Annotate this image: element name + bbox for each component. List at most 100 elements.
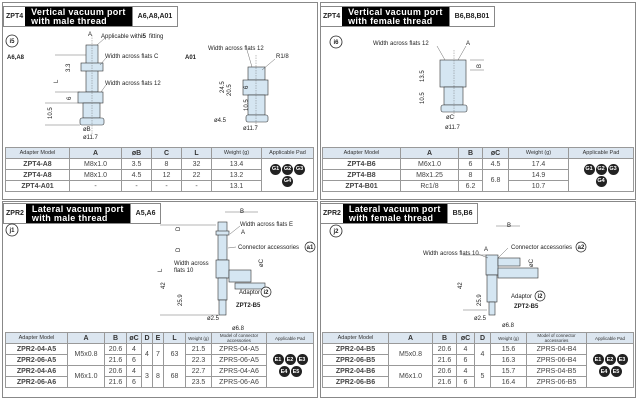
cell: 6 (456, 354, 475, 366)
cell: 6.8 (482, 169, 509, 192)
dim-6: 6 (244, 85, 250, 89)
col-header: Applicable Pad (568, 147, 634, 159)
pad-badge: E5 (610, 366, 622, 377)
pad-badge: G3 (607, 163, 619, 175)
cell: 21.6 (432, 354, 457, 366)
cell: 63 (163, 343, 186, 366)
badge-circle-icon (5, 34, 19, 48)
cell: 20.6 (432, 365, 457, 377)
cell: M6x1.0 (67, 365, 105, 388)
cell: ZPRS-04-B5 (526, 365, 587, 377)
col-header: A (388, 332, 433, 344)
model-codes: B6,B8,B01 (448, 7, 495, 26)
note-connector: Connector accessories (511, 245, 572, 251)
col-header: L (163, 332, 186, 344)
cell: 4 (456, 365, 475, 377)
pad-badge: E4 (598, 366, 610, 377)
title-line-2: with female thread (348, 212, 434, 223)
pad-badge: G4 (282, 175, 293, 187)
cell: M8x1.0 (69, 158, 122, 170)
cell: 6 (126, 354, 142, 366)
col-header: Adapter Model (322, 147, 401, 159)
note-width-12: Width across flats 12 (105, 81, 161, 87)
cell: ZPT4-B6 (322, 158, 401, 170)
col-header: Adapter Model (5, 147, 70, 159)
cell: ZPT4-A01 (5, 180, 70, 192)
col-header: Weight (g) (211, 147, 262, 159)
dim-o11-7: ø11.7 (243, 126, 259, 132)
pad-badge: E1 (592, 354, 604, 365)
note-width-c: Width across flats C (105, 54, 159, 60)
col-header: A (400, 147, 459, 159)
cell: 4 (456, 343, 475, 355)
model-codes: A5,A6 (129, 204, 161, 223)
col-header: B (458, 147, 483, 159)
drawing-a6-a8: i5 A6,A8 A Applicable with i5 fitting Wi… (5, 32, 163, 141)
dim-oc: øC (259, 258, 265, 267)
note-badge: i5 (141, 34, 147, 40)
col-header: øC (126, 332, 142, 344)
cell: 4 (141, 343, 153, 366)
cell: - (151, 180, 182, 192)
dim-l: L (54, 79, 60, 83)
cell: 22.3 (185, 354, 212, 366)
cell: 20.6 (104, 343, 127, 355)
cell: 8 (458, 169, 483, 181)
badge-label: i5 (9, 39, 15, 45)
badge-label: a2 (578, 245, 585, 251)
cell: 6 (126, 376, 142, 388)
cell: ZPT4-B8 (322, 169, 401, 181)
cell: ZPR2-04-A6 (5, 365, 68, 377)
cell: 4.5 (482, 158, 509, 170)
col-header: Adapter Model (5, 332, 68, 344)
col-header: A (67, 332, 105, 344)
dim-a: A (241, 230, 245, 236)
badge-label: a1 (307, 245, 314, 251)
pad-badge: G3 (294, 163, 305, 175)
pad-badge: G4 (595, 175, 607, 187)
col-header: L (181, 147, 212, 159)
dim-o2-5: ø2.5 (474, 316, 487, 322)
dim-10-5: 10.5 (420, 92, 426, 104)
note-adaptor: Adaptor (511, 294, 532, 300)
pad-badge: E3 (616, 354, 628, 365)
table-row: ZPT4-A01----13.1 (5, 180, 314, 192)
pad-badge: G1 (270, 163, 281, 175)
part-label: ZPT2-B5 (514, 304, 539, 310)
cell: 22.7 (185, 365, 212, 377)
col-header: Weight (g) (185, 332, 212, 344)
dim-d: D (176, 226, 182, 231)
series-prefix: ZPR2 (323, 210, 341, 217)
cell: 12 (151, 169, 182, 181)
cell: - (69, 180, 122, 192)
drawing-a01: A01 Width across flats 12 R1/8 24.5 20.5… (185, 46, 289, 132)
dim-o6-8: ø6.8 (232, 326, 245, 332)
drawing-b-series: i6 Width across flats 12 A B 13.5 10.5 ø… (329, 35, 484, 131)
panel-lateral-female (320, 201, 636, 398)
subtitle: A01 (185, 55, 197, 61)
note-width-12: Width across flats 12 (208, 46, 264, 52)
dim-a: A (484, 247, 488, 253)
dim-d: D (176, 247, 182, 252)
cell: ZPRS-06-A5 (211, 354, 267, 366)
title-line-1: Vertical vacuum port (31, 6, 126, 17)
model-codes: A6,A8,A01 (131, 7, 178, 26)
dim-6: 6 (67, 96, 73, 100)
cell: 6 (458, 158, 483, 170)
dim-oc: øC (446, 115, 455, 121)
dim-ob: øB (83, 127, 91, 133)
series-prefix: ZPT4 (323, 13, 341, 20)
badge-circle-icon (575, 241, 587, 253)
dim-oc: øC (529, 258, 535, 267)
